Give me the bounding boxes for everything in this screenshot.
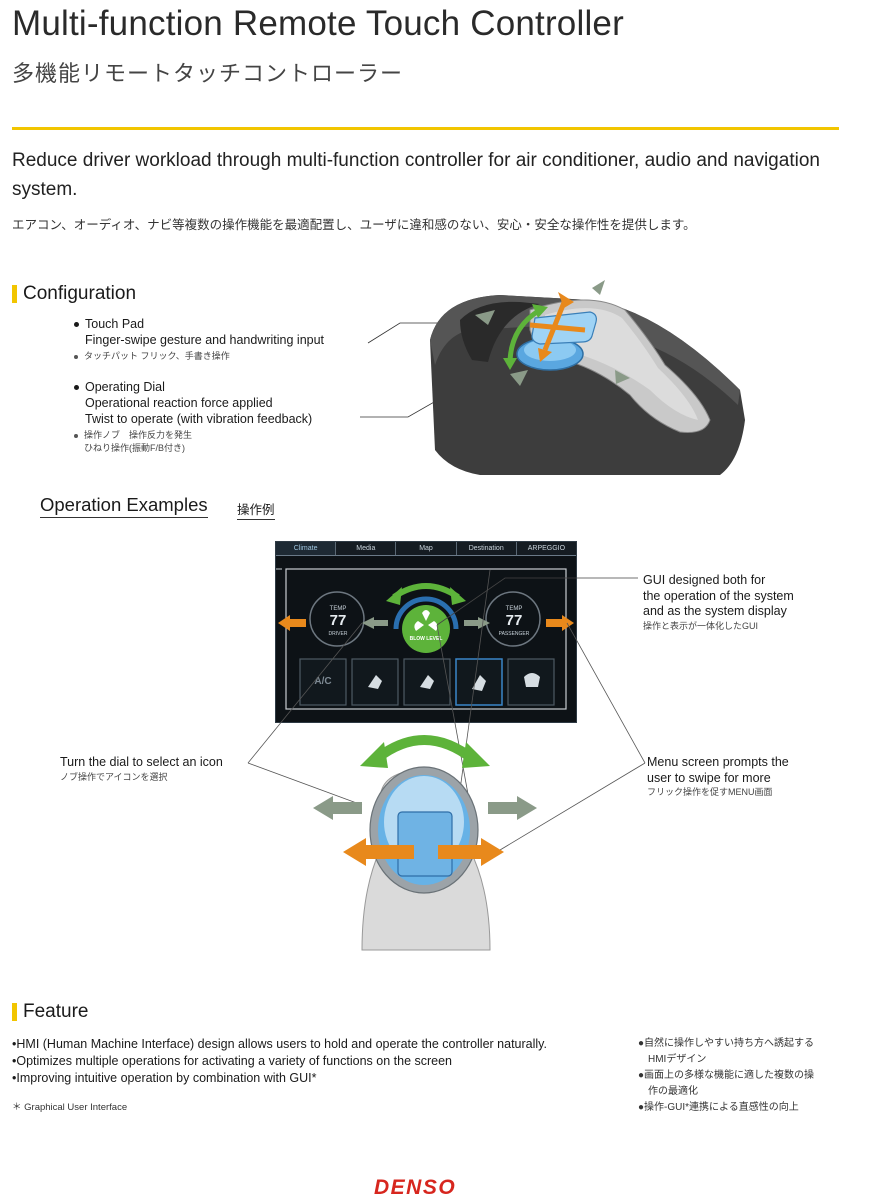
ac-button-label[interactable]: A/C [314,676,332,687]
touch-pad-description: Touch Pad Finger-swipe gesture and handw… [74,316,324,363]
dial-callout-line-1: Turn the dial to select an icon [60,755,223,769]
denso-logo: DENSO [374,1176,457,1199]
dial-callout: Turn the dial to select an icon ノブ操作でアイコ… [60,755,223,783]
bullet-icon [74,433,78,438]
feature-ja-5: ●操作-GUI*連携による直感性の向上 [638,1102,799,1113]
accent-divider [12,127,839,130]
dial-callout-ja: ノブ操作でアイコンを選択 [60,771,168,782]
page-subtitle: 多機能リモートタッチコントローラー [12,61,404,86]
operating-dial-description: Operating Dial Operational reaction forc… [74,379,312,455]
passenger-temp-label: TEMP [505,606,523,612]
driver-temp-label: TEMP [329,606,347,612]
feature-ja-4: 作の最適化 [638,1086,698,1097]
touch-pad-title: Touch Pad [85,317,145,331]
lead-text: Reduce driver workload through multi-fun… [12,150,820,200]
climate-panel [276,568,574,710]
blow-level-label[interactable]: BLOW LEVEL [409,636,443,642]
driver-label: DRIVER [328,631,348,637]
operation-diagram [247,569,646,951]
gui-callout-line-3: and as the system display [643,604,787,618]
feature-ja-1: ●自然に操作しやすい持ち方へ誘起する [638,1038,814,1049]
touch-pad-ja: タッチパット フリック、手書き操作 [84,351,230,361]
bullet-icon [74,322,79,328]
dial-ja-2: ひねり操作(振動F/B付き) [84,443,185,453]
lead-text-ja: エアコン、オーディオ、ナビ等複数の操作機能を最適配置し、ユーザに違和感のない、安… [12,218,696,232]
menu-callout-ja: フリック操作を促すMENU画面 [647,787,773,797]
gui-callout-line-2: the operation of the system [643,588,794,603]
tab-climate[interactable]: Climate [276,542,337,555]
feature-list-ja: ●自然に操作しやすい持ち方へ誘起する HMIデザイン ●画面上の多様な機能に適し… [638,1036,814,1116]
bullet-icon [74,354,78,359]
feature-heading: Feature [12,1001,88,1023]
section-marker [12,1003,17,1021]
menu-callout-line-2: user to swipe for more [647,770,771,785]
passenger-temp-value[interactable]: 77 [505,612,523,629]
controller-illustration [360,280,745,475]
tab-media[interactable]: Media [336,542,397,555]
tab-map[interactable]: Map [396,542,457,555]
feature-heading-label: Feature [23,1001,89,1022]
bullet-icon [74,385,79,391]
operation-examples-heading: Operation Examples [40,494,208,518]
tab-arpeggio[interactable]: ARPEGGIO [516,542,577,555]
gui-callout: GUI designed both for the operation of t… [643,573,794,632]
driver-temp-value[interactable]: 77 [329,612,347,629]
gui-callout-line-1: GUI designed both for [643,573,766,587]
feature-ja-2: HMIデザイン [638,1054,707,1065]
feature-item-2: •Optimizes multiple operations for activ… [12,1054,453,1068]
gui-callout-ja: 操作と表示が一体化したGUI [643,620,759,631]
operation-examples-heading-ja: 操作例 [237,499,275,520]
tab-destination[interactable]: Destination [456,542,517,555]
feature-item-3: •Improving intuitive operation by combin… [12,1071,317,1085]
touch-pad-desc: Finger-swipe gesture and handwriting inp… [85,333,325,347]
configuration-heading-label: Configuration [23,283,137,304]
passenger-label: PASSENGER [498,631,530,637]
feature-list: •HMI (Human Machine Interface) design al… [12,1036,547,1087]
dial-desc-1: Operational reaction force applied [85,396,273,410]
dial-desc-2: Twist to operate (with vibration feedbac… [85,412,313,426]
section-marker [12,285,17,303]
dial-ja-1: 操作ノブ 操作反力を発生 [84,430,193,440]
screen-tab-bar: Climate Media Map Destination ARPEGGIO [276,542,577,556]
page-title: Multi-function Remote Touch Controller [12,4,624,43]
feature-ja-3: ●画面上の多様な機能に適した複数の操 [638,1070,815,1081]
dial-title: Operating Dial [85,380,165,394]
menu-callout: Menu screen prompts the user to swipe fo… [647,755,789,798]
configuration-heading: Configuration [12,283,136,305]
footnote: ＊ Graphical User Interface [12,1102,128,1113]
feature-item-1: •HMI (Human Machine Interface) design al… [12,1037,547,1051]
climate-screen: Climate Media Map Destination ARPEGGIO [275,541,577,723]
menu-callout-line-1: Menu screen prompts the [647,755,789,769]
